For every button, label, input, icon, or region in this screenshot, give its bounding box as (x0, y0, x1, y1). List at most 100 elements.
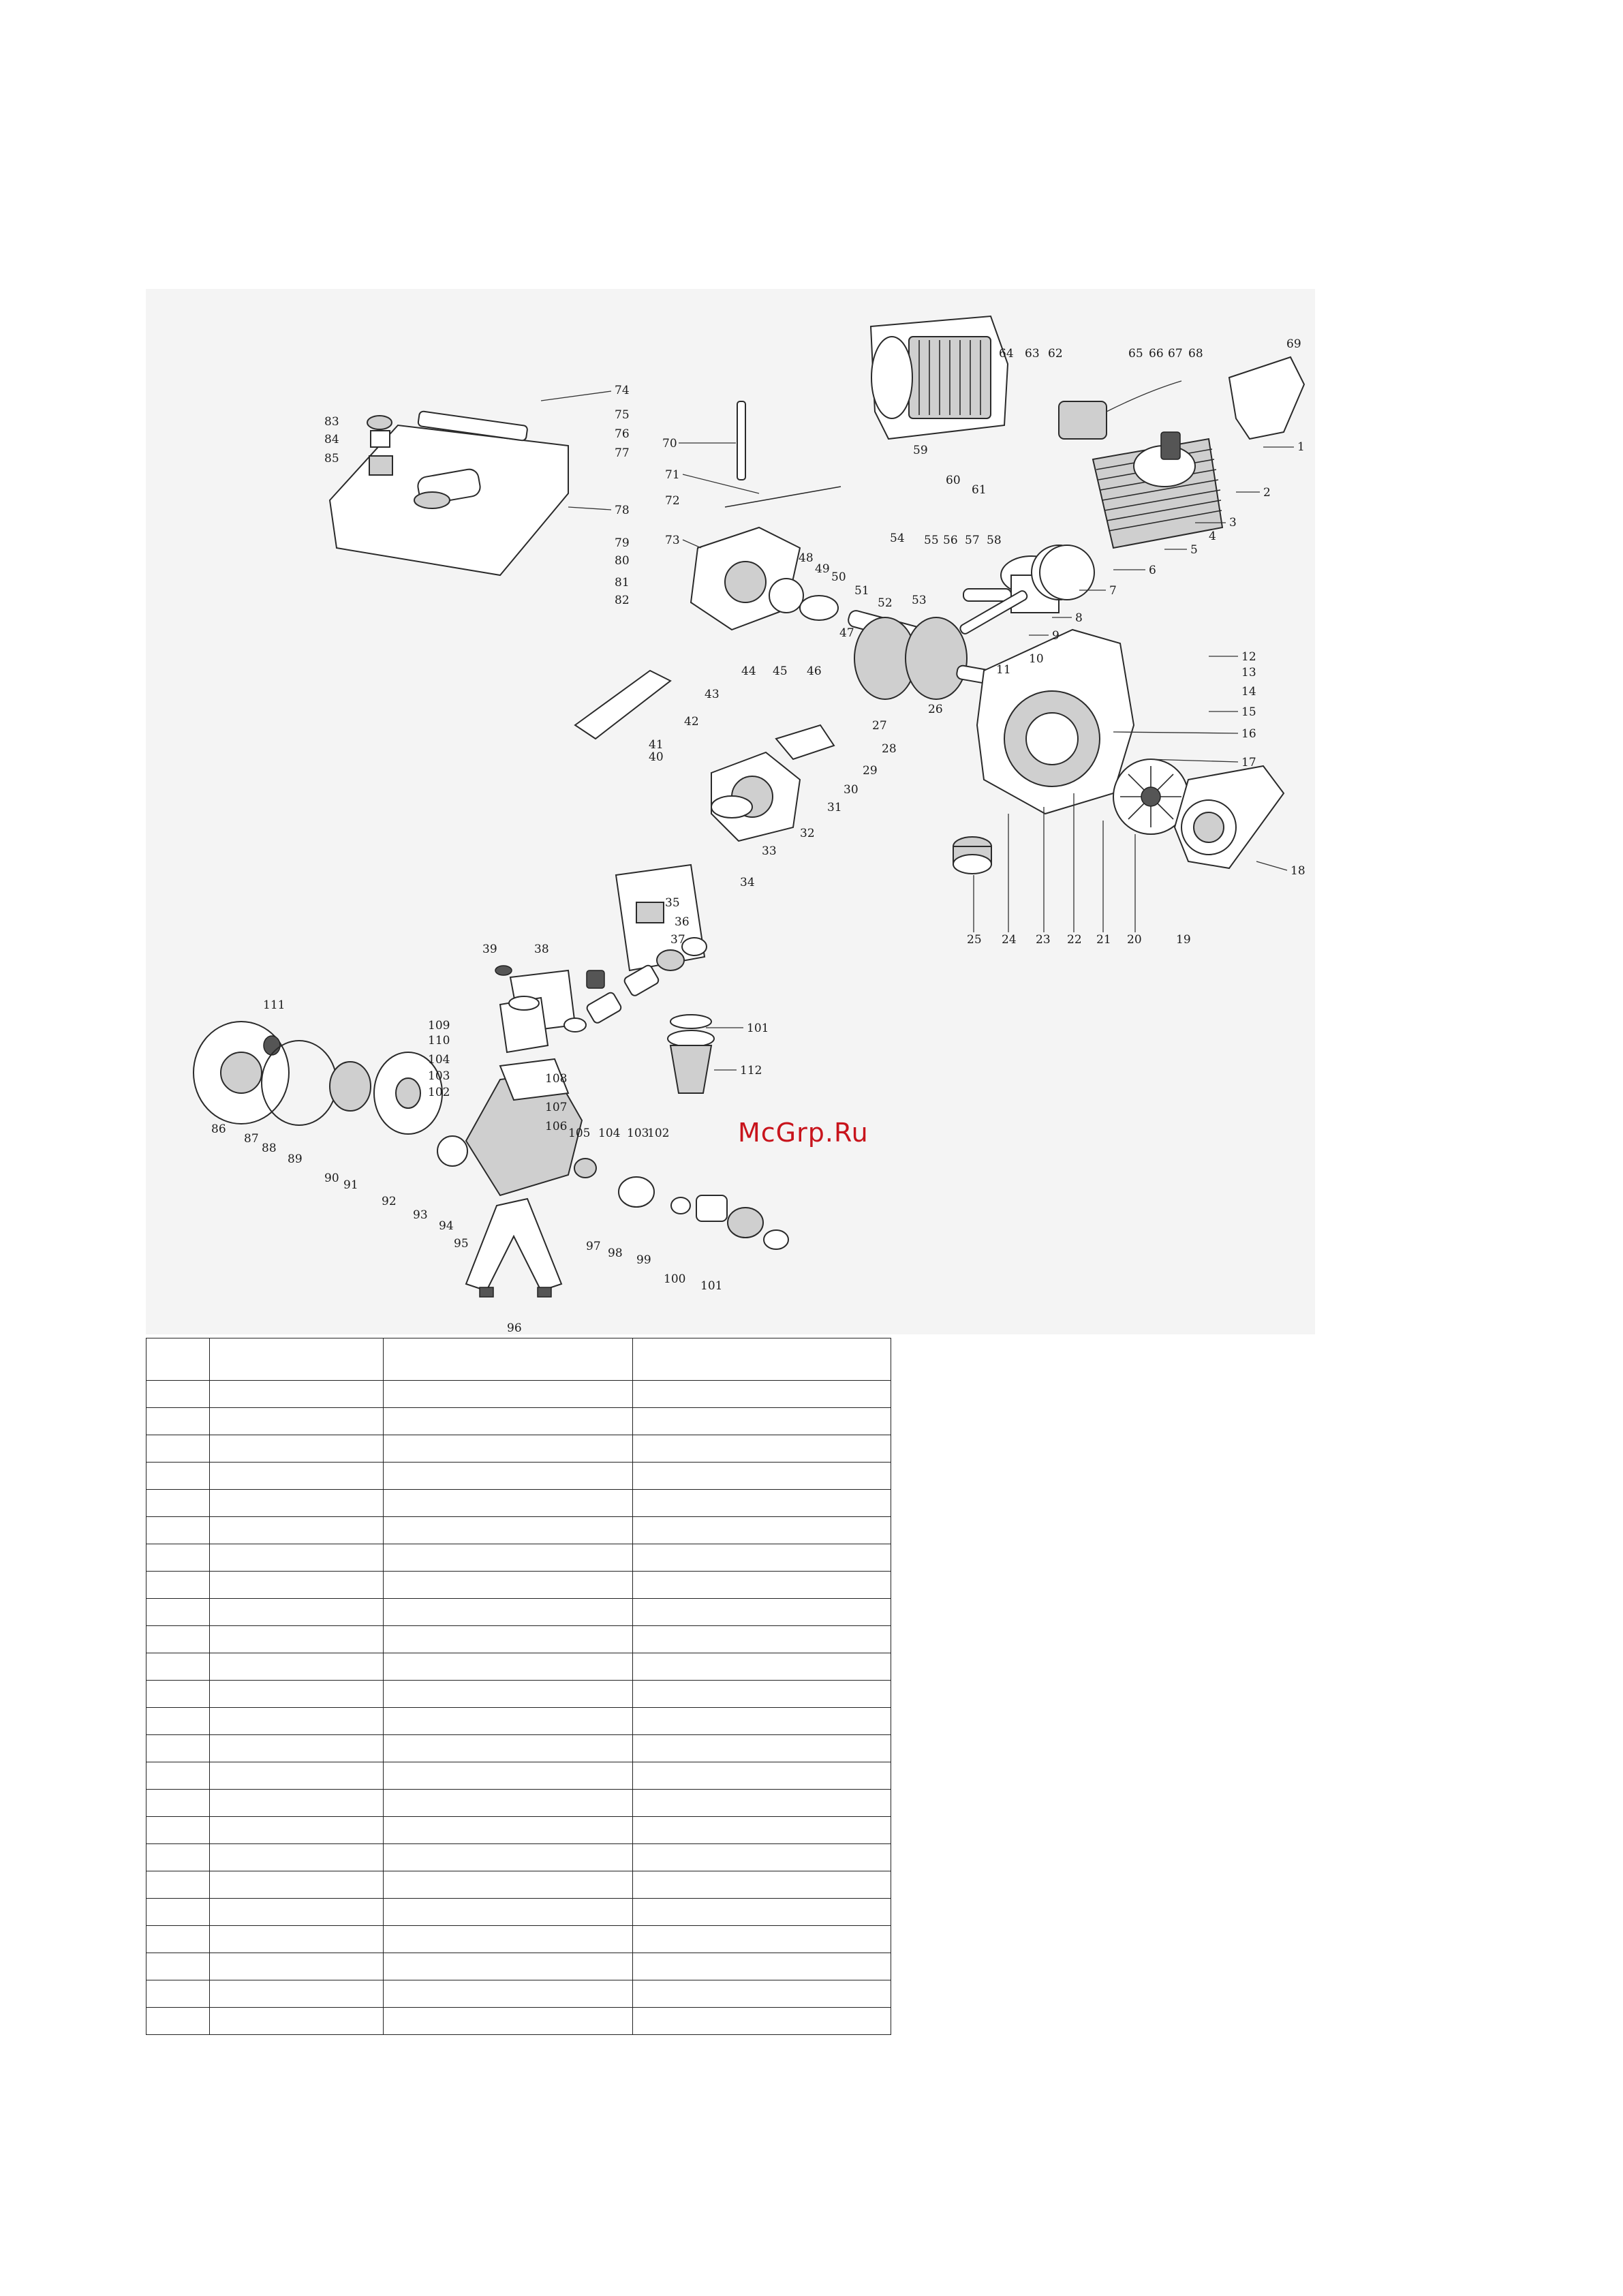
cylinder-cover (1228, 356, 1305, 440)
table-cell (146, 1843, 210, 1871)
table-cell (208, 1871, 384, 1899)
label-23: 23 (1036, 933, 1051, 947)
label-56: 56 (943, 534, 958, 547)
label-97: 97 (586, 1240, 601, 1253)
label-104-b: 104 (598, 1127, 620, 1140)
table-cell (383, 1462, 633, 1490)
table-cell (383, 1762, 633, 1790)
throttle-lever (574, 669, 672, 740)
table-cell (146, 1762, 210, 1790)
label-15: 15 (1241, 705, 1256, 719)
label-33: 33 (762, 844, 777, 858)
label-101-b: 101 (700, 1279, 722, 1293)
label-31: 31 (827, 801, 842, 814)
table-cell (383, 1653, 633, 1681)
table-cell (208, 1925, 384, 1953)
label-73: 73 (665, 534, 680, 547)
table-cell (208, 1462, 384, 1490)
label-86: 86 (211, 1122, 226, 1136)
recoil-starter (1173, 765, 1285, 870)
table-row (146, 1462, 892, 1490)
table-cell (208, 1898, 384, 1926)
volute (373, 1052, 443, 1135)
table-cell (383, 1516, 633, 1544)
label-62: 62 (1048, 347, 1063, 361)
label-83: 83 (324, 415, 339, 429)
label-2: 2 (1263, 486, 1271, 500)
muffler (869, 315, 1009, 440)
table-cell (208, 1489, 384, 1517)
table-row (146, 1489, 892, 1517)
table-cell (208, 1544, 384, 1572)
label-27: 27 (872, 719, 887, 733)
label-102: 102 (428, 1086, 450, 1099)
table-cell (383, 1898, 633, 1926)
piston-assembly (963, 545, 1095, 613)
label-29: 29 (863, 764, 878, 778)
diagram-svg: 1 2 3 4 5 6 7 8 9 10 11 12 13 14 15 16 1… (193, 315, 1305, 1334)
table-cell (383, 1598, 633, 1626)
label-80: 80 (615, 554, 630, 568)
table-cell (146, 1871, 210, 1899)
label-30: 30 (844, 783, 859, 797)
label-34: 34 (740, 876, 755, 889)
label-93: 93 (413, 1208, 428, 1222)
pump-cover (193, 1021, 290, 1124)
label-82: 82 (615, 594, 630, 607)
label-89: 89 (288, 1152, 303, 1166)
label-12: 12 (1241, 650, 1256, 664)
table-row (146, 1380, 892, 1408)
table-row (146, 1680, 892, 1708)
label-111: 111 (263, 998, 285, 1012)
label-75: 75 (615, 408, 630, 422)
label-16: 16 (1241, 727, 1256, 741)
label-66: 66 (1149, 347, 1164, 361)
label-61: 61 (972, 483, 987, 497)
table-row (146, 1544, 892, 1572)
engine-housing (690, 526, 839, 631)
table-row (146, 1734, 892, 1762)
table-cell (632, 1338, 892, 1381)
label-4: 4 (1209, 530, 1216, 543)
fuel-tank (328, 410, 569, 577)
table-cell (208, 1707, 384, 1735)
table-cell (383, 1380, 633, 1408)
table-cell (146, 1407, 210, 1435)
label-58: 58 (987, 534, 1002, 547)
label-98: 98 (608, 1246, 623, 1260)
table-cell (208, 1338, 384, 1381)
label-87: 87 (244, 1132, 259, 1146)
table-cell (208, 1380, 384, 1408)
table-cell (383, 1707, 633, 1735)
table-cell (632, 1653, 892, 1681)
table-cell (632, 2007, 892, 2035)
table-cell (632, 1953, 892, 1980)
label-11: 11 (996, 663, 1011, 677)
label-43: 43 (705, 688, 720, 701)
label-19: 19 (1176, 933, 1191, 947)
label-112: 112 (740, 1064, 762, 1077)
table-cell (383, 1789, 633, 1817)
label-64: 64 (999, 347, 1014, 361)
label-67: 67 (1168, 347, 1183, 361)
label-107: 107 (545, 1101, 567, 1114)
table-cell (208, 1653, 384, 1681)
table-cell (632, 1680, 892, 1708)
label-53: 53 (912, 594, 927, 607)
label-108: 108 (545, 1072, 567, 1086)
table-cell (632, 1871, 892, 1899)
label-105: 105 (568, 1127, 590, 1140)
impeller (329, 1061, 371, 1112)
table-cell (632, 1789, 892, 1817)
table-cell (383, 1544, 633, 1572)
label-50: 50 (831, 570, 846, 584)
table-cell (383, 1734, 633, 1762)
table-cell (632, 1898, 892, 1926)
label-39: 39 (482, 943, 497, 956)
table-cell (383, 1407, 633, 1435)
exploded-parts-diagram: 1 2 3 4 5 6 7 8 9 10 11 12 13 14 15 16 1… (146, 289, 1315, 1334)
label-79: 79 (615, 536, 630, 550)
table-cell (208, 1953, 384, 1980)
table-cell (632, 1489, 892, 1517)
label-3: 3 (1229, 516, 1237, 530)
